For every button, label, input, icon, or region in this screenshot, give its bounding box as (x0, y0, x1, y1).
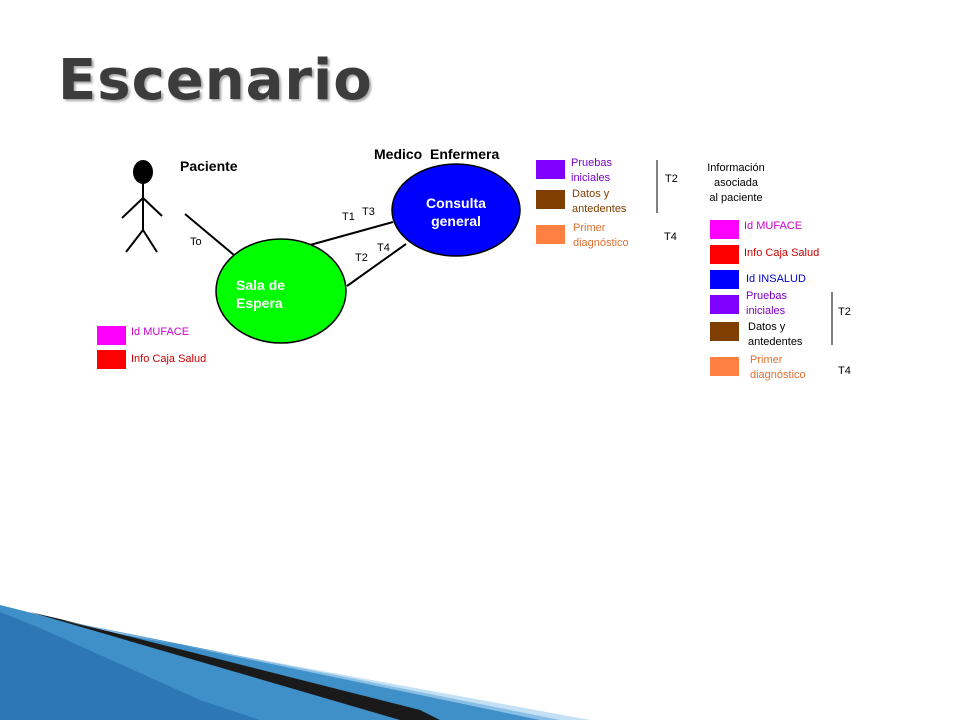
left-legend-swatch-muface (97, 326, 126, 345)
top-legend-label-pruebas: Pruebas iniciales (571, 156, 612, 186)
top-primer-line1: Primer (573, 222, 606, 234)
consulta-general-node (391, 163, 521, 257)
time-label-t1: T1 (342, 211, 355, 223)
right-datos-line1: Datos y (748, 321, 786, 333)
right-legend-swatch-primer (710, 357, 739, 376)
consulta-general-label: Consulta general (412, 194, 500, 230)
top-legend-label-datos: Datos y antedentes (572, 187, 626, 217)
right-legend-swatch-insalud (710, 270, 739, 289)
sala-line1: Sala de (236, 277, 286, 293)
top-pruebas-line1: Pruebas (571, 157, 612, 169)
right-primer-line2: diagnóstico (750, 369, 806, 381)
time-label-t2: T2 (355, 252, 368, 264)
patient-stick-figure (121, 160, 163, 253)
time-label-t4: T4 (377, 242, 390, 254)
right-legend-swatch-datos (710, 322, 739, 341)
top-legend-label-primer: Primer diagnóstico (573, 221, 629, 251)
top-primer-line2: diagnóstico (573, 237, 629, 249)
right-primer-line1: Primer (750, 354, 783, 366)
right-bracket-t4: T4 (838, 365, 851, 377)
top-legend-swatch-datos (536, 190, 565, 209)
sala-de-espera-label: Sala de Espera (236, 276, 296, 312)
right-legend-label-datos: Datos y antedentes (748, 320, 802, 350)
right-legend-swatch-caja (710, 245, 739, 264)
time-label-t3: T3 (362, 206, 375, 218)
sala-de-espera-node (215, 238, 347, 344)
consulta-line2: general (431, 213, 481, 229)
top-datos-line2: antedentes (572, 203, 627, 215)
medico-enfermera-label: Medico Enfermera (374, 146, 500, 162)
right-pruebas-line2: iniciales (746, 305, 786, 317)
flow-line-t1 (309, 221, 394, 246)
top-datos-line1: Datos y (572, 188, 610, 200)
right-datos-line2: antedentes (748, 336, 803, 348)
left-legend-label-muface: Id MUFACE (131, 326, 190, 338)
flow-line-to (184, 213, 235, 256)
consulta-line1: Consulta (426, 195, 486, 211)
top-bracket-t2: T2 (665, 173, 678, 185)
right-pruebas-line1: Pruebas (746, 290, 787, 302)
slide-title: Escenario (58, 48, 373, 113)
info-header-line3: al paciente (709, 192, 763, 204)
info-header-line2: asociada (713, 177, 759, 189)
top-legend-swatch-primer (536, 225, 565, 244)
info-header-line1: Información (707, 162, 765, 174)
top-bracket-t4: T4 (664, 231, 677, 243)
left-legend-swatch-caja (97, 350, 126, 369)
right-legend-label-insalud: Id INSALUD (746, 273, 806, 285)
right-legend-label-primer: Primer diagnóstico (750, 353, 806, 383)
top-pruebas-line2: iniciales (571, 172, 611, 184)
top-legend-swatch-pruebas (536, 160, 565, 179)
right-legend-label-caja: Info Caja Salud (744, 247, 820, 259)
right-legend-swatch-pruebas (710, 295, 739, 314)
left-legend-label-caja: Info Caja Salud (131, 353, 207, 365)
time-label-to: To (190, 236, 202, 248)
right-legend-swatch-muface (710, 220, 739, 239)
right-bracket-t2: T2 (838, 306, 851, 318)
right-legend-label-pruebas: Pruebas iniciales (746, 289, 787, 319)
right-legend-label-muface: Id MUFACE (744, 220, 803, 232)
flow-line-t2 (346, 243, 407, 287)
info-header: Información asociada al paciente (700, 161, 772, 206)
paciente-label: Paciente (180, 158, 238, 174)
bottom-ribbon-decoration (0, 605, 590, 720)
sala-line2: Espera (236, 295, 283, 311)
